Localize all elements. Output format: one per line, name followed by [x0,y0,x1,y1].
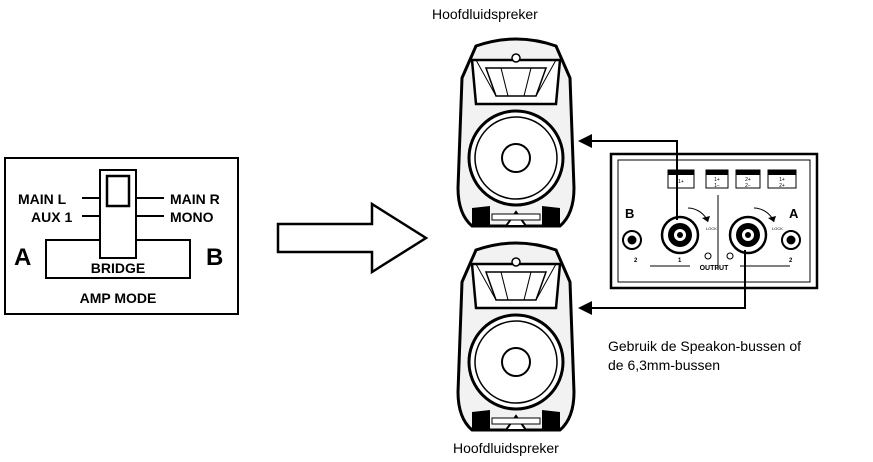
top-speaker-label: Hoofdluidspreker [432,6,538,22]
svg-text:1+: 1+ [678,179,684,185]
output-title: OUTPUT [700,265,730,272]
speakon-b-1 [660,215,700,255]
switch-side-b: B [206,244,223,271]
svg-text:1+: 1+ [714,177,720,183]
jack-a-2 [781,230,801,250]
mode-switch-panel: MAIN L AUX 1 MAIN R MONO A B BRIDGE AMP … [4,157,239,315]
switch-label-mono: MONO [170,209,214,225]
svg-text:2+: 2+ [745,177,751,183]
switch-label-aux-1: AUX 1 [31,209,72,225]
connection-note-line2: de 6,3mm-bussen [608,357,721,373]
output-panel: 1+ 1+ 1− 2+ 2− 1+ 2+ B 2 [609,152,819,290]
svg-text:1+: 1+ [779,177,785,183]
bridge-label-line2: AMP MODE [80,290,157,306]
mode-switch-knob [105,174,131,208]
output-label-a: A [789,206,799,221]
top-speaker [456,37,576,228]
bottom-speaker [456,241,576,432]
switch-label-main-l: MAIN L [18,191,67,207]
svg-text:1: 1 [678,258,682,264]
connection-note-line1: Gebruik de Speakon-bussen of [608,338,802,354]
wiring-label-box-4: 1+ 2+ [767,169,797,189]
svg-text:LOCK: LOCK [706,226,717,231]
svg-text:2: 2 [789,258,793,264]
speakon-a-1 [728,215,768,255]
output-label-b: B [625,206,634,221]
cable-to-bottom-speaker [578,250,746,315]
wiring-label-box-2: 1+ 1− [705,169,729,189]
bottom-speaker-label: Hoofdluidspreker [453,440,559,456]
bridge-label-line1: BRIDGE [91,260,145,276]
flow-arrow [276,201,429,275]
svg-text:LOCK: LOCK [772,226,783,231]
switch-side-a: A [14,244,31,271]
svg-text:2+: 2+ [779,183,785,189]
wiring-label-box-1: 1+ [667,169,695,189]
svg-text:2: 2 [634,258,638,264]
cable-to-top-speaker [578,134,678,220]
switch-label-main-r: MAIN R [170,191,220,207]
svg-text:2−: 2− [745,183,751,189]
svg-text:1−: 1− [714,183,720,189]
wiring-label-box-3: 2+ 2− [735,169,761,189]
jack-b-2 [622,230,642,250]
